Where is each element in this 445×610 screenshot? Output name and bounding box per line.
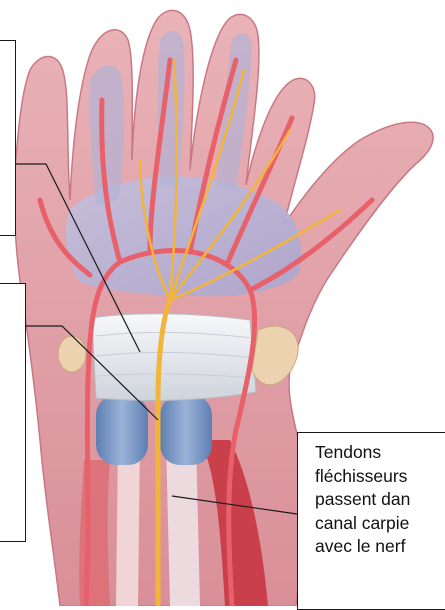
forearm-muscles <box>79 440 268 606</box>
callout-box-top-left <box>0 40 16 236</box>
callout-tendons-line-5: avec le nerf <box>315 535 445 559</box>
callout-tendons-line-1: Tendons <box>315 441 445 465</box>
callout-tendons-line-3: passent dan <box>315 488 445 512</box>
callout-tendons-line-2: fléchisseurs <box>315 465 445 489</box>
carpal-ligament <box>92 314 256 401</box>
callout-tendons-line-4: canal carpie <box>315 512 445 536</box>
callout-box-mid-left <box>0 283 26 542</box>
callout-box-tendons: Tendons fléchisseurs passent dan canal c… <box>297 432 445 610</box>
